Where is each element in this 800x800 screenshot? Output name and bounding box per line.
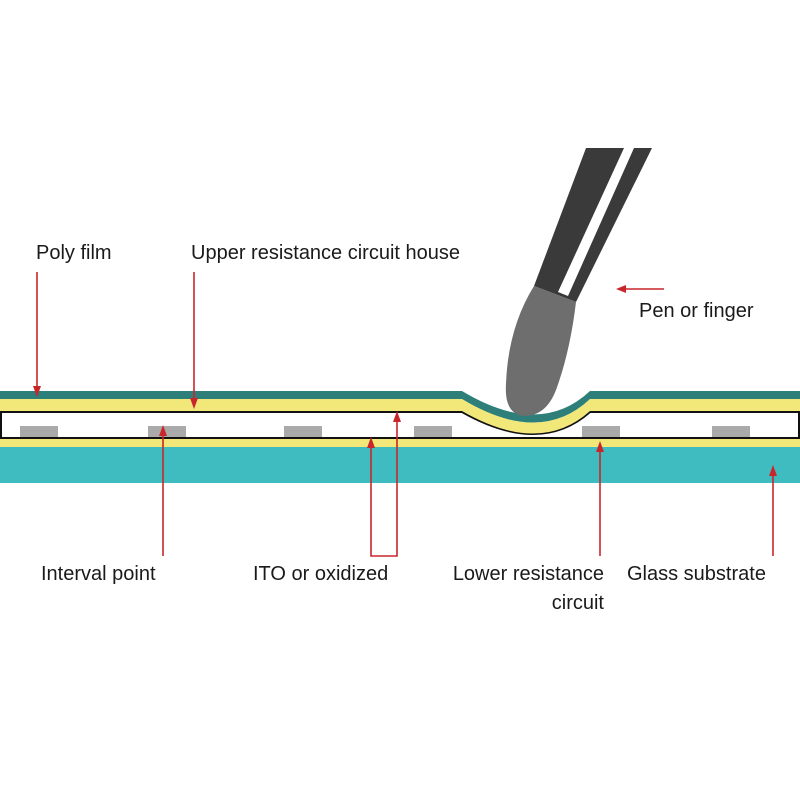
upper-conductive-layer [0,399,800,434]
spacer-dot [414,426,452,437]
poly-film-arrow-head [33,386,41,397]
upper-circuit-arrow-head [190,398,198,409]
spacer-dot [284,426,322,437]
stylus-pen-icon [505,148,652,416]
stylus-tip [505,286,576,416]
lower-circuit-label-line2: circuit [552,592,605,614]
gap-outline [0,411,800,439]
ito-label: ITO or oxidized [253,563,388,585]
annotation-arrows [33,272,777,557]
spacer-dot [148,426,186,437]
poly-film-layer [0,391,800,423]
glass-substrate-layer [0,447,800,483]
ito-bracket [370,418,398,557]
pen-arrow-head [616,285,626,293]
lower-circuit-label-line1: Lower resistance [453,563,604,585]
poly-film-label: Poly film [36,242,112,264]
interval-point-arrow-head [159,425,167,436]
lower-conductive-layer [0,438,800,447]
stylus-highlight [558,148,634,296]
ito-arrow-head-lower [367,437,375,448]
pen-or-finger-label: Pen or finger [639,300,754,322]
air-gap [1,412,799,438]
upper-circuit-label: Upper resistance circuit house [191,242,460,264]
spacer-dot [20,426,58,437]
ito-arrow-head-upper [393,411,401,422]
spacer-dot [582,426,620,437]
spacer-dots [20,426,750,437]
spacer-dot [712,426,750,437]
glass-substrate-arrow-head [769,465,777,476]
interval-point-label: Interval point [41,563,156,585]
glass-substrate-label: Glass substrate [627,563,766,585]
lower-circuit-arrow-head [596,441,604,452]
